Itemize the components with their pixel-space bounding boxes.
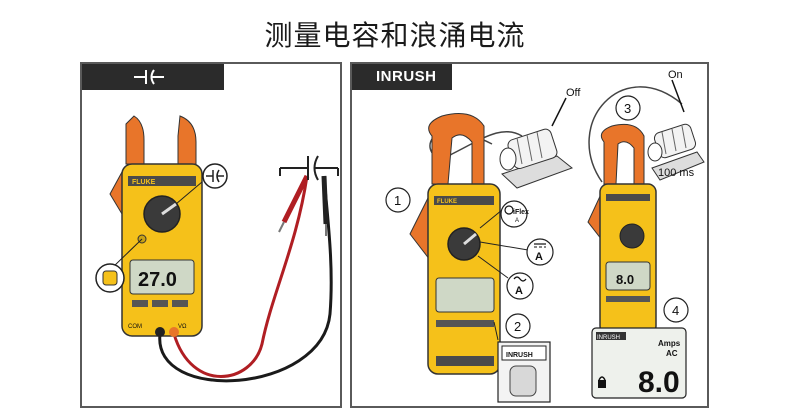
step-4-badge [663, 297, 689, 323]
display-inrush-tag: INRUSH [597, 335, 620, 341]
inrush-illustration: Off On 100 ms 3 1 FLUKE [385, 69, 705, 403]
black-test-lead [158, 175, 333, 383]
com-jack [155, 327, 165, 337]
step-2-badge [505, 313, 531, 339]
step-2-label: 2 [514, 319, 521, 334]
dc-amps-label: A [535, 251, 543, 263]
iflex-unit: A [515, 218, 519, 224]
clamp-meter-body [121, 163, 203, 337]
ac-amps-callout [506, 272, 534, 300]
dc-amps-callout [526, 238, 554, 266]
inrush-tab-label: INRUSH [376, 68, 437, 85]
clamp-jaw-left [125, 115, 145, 165]
page-title: 测量电容和浪涌电流 [264, 19, 526, 52]
ac-wave-icon [513, 276, 527, 282]
capacitance-setting-callout [202, 163, 228, 189]
red-test-lead [172, 175, 309, 378]
lcd-reading: 27.0 [138, 269, 177, 291]
red-probe-icon [278, 174, 310, 233]
hold-button-icon [102, 270, 118, 286]
display-units-amps: Amps [658, 339, 681, 348]
hold-lock-icon [598, 376, 606, 388]
step-1-label: 1 [394, 193, 401, 208]
clamp-meter-1: FLUKE [409, 113, 501, 375]
display-reading: 8.0 [638, 366, 680, 399]
v-jack [169, 327, 179, 337]
com-terminal-label: COM [128, 324, 142, 330]
meter-1-brand: FLUKE [437, 199, 457, 205]
meter-3-reading: 8.0 [616, 272, 634, 287]
step-3-badge [615, 95, 641, 121]
brand-logo: FLUKE [132, 179, 156, 186]
iflex-icon [504, 205, 514, 215]
inrush-display [591, 327, 687, 399]
capacitance-tab [82, 64, 224, 90]
clamp-jaw-right [177, 115, 197, 165]
motor-cable-2 [588, 86, 683, 183]
iflex-label: iFlex [513, 209, 529, 216]
v-terminal-label: VΩ [178, 324, 187, 330]
ac-amps-label: A [515, 285, 523, 297]
black-probe-icon [321, 175, 329, 236]
meter-lcd [129, 259, 195, 295]
brand-strip [128, 176, 196, 186]
capacitor-symbol-icon [279, 155, 339, 181]
motor-on-label: On [668, 69, 683, 81]
capacitance-panel: FLUKE 27.0 COM VΩ [80, 62, 342, 408]
capacitance-illustration: FLUKE 27.0 COM VΩ [95, 115, 339, 383]
step-4-label: 4 [672, 303, 679, 318]
clamp-meter-3: 8.0 [587, 123, 657, 335]
inrush-tab: INRUSH [352, 64, 452, 90]
motor-on-time: 100 ms [658, 167, 695, 179]
iflex-setting-callout [500, 200, 528, 228]
finger-press-icon [509, 365, 537, 397]
motor-off-icon [499, 128, 574, 189]
inrush-panel: INRUSH Off On 100 ms 3 [350, 62, 709, 408]
display-units-ac: AC [666, 349, 678, 358]
capacitance-callout-icon [206, 169, 224, 183]
motor-on-icon [647, 123, 705, 181]
capacitor-icon [134, 69, 164, 85]
motor-off-label: Off [566, 87, 581, 99]
step-3-label: 3 [624, 101, 631, 116]
inrush-button-label: INRUSH [506, 352, 533, 359]
step-1-badge [385, 187, 411, 213]
